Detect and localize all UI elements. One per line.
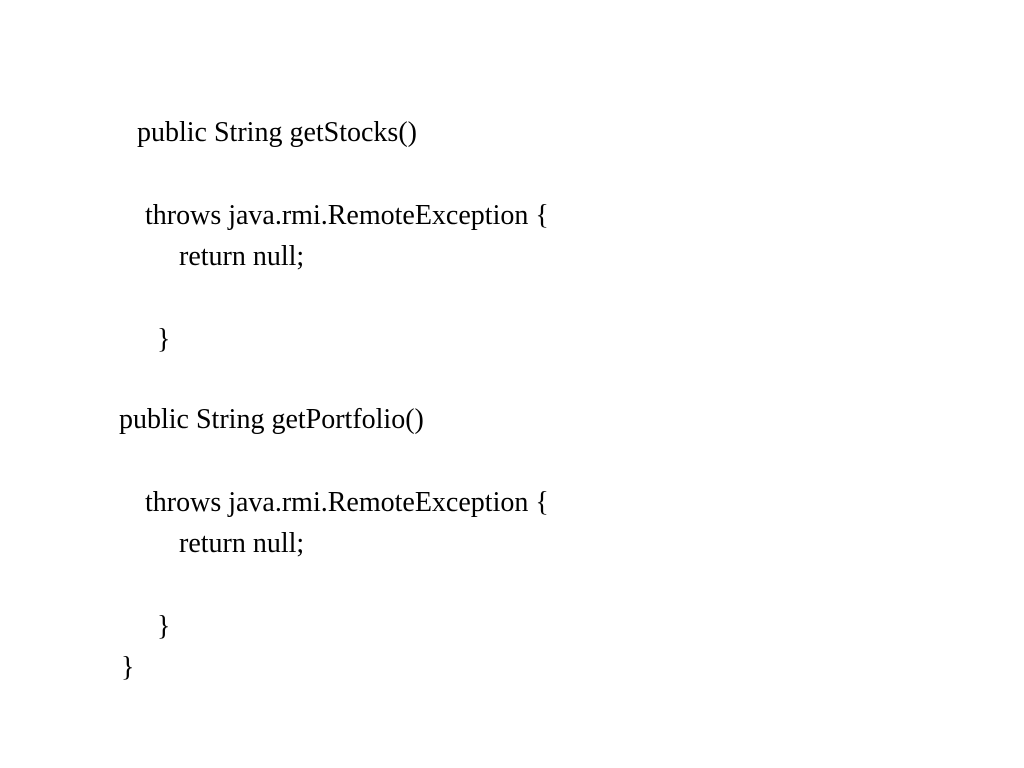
code-line-throws: throws java.rmi.RemoteException { <box>145 487 549 518</box>
code-line-method-getportfolio: public String getPortfolio() <box>119 404 424 435</box>
code-line-method-getstocks: public String getStocks() <box>137 117 417 148</box>
code-line-throws: throws java.rmi.RemoteException { <box>145 200 549 231</box>
code-line-return: return null; <box>179 528 305 559</box>
code-line-close-brace: } <box>157 324 171 355</box>
code-line-class-close-brace: } <box>121 652 135 683</box>
code-line-close-brace: } <box>157 611 171 642</box>
code-line-return: return null; <box>179 241 305 272</box>
